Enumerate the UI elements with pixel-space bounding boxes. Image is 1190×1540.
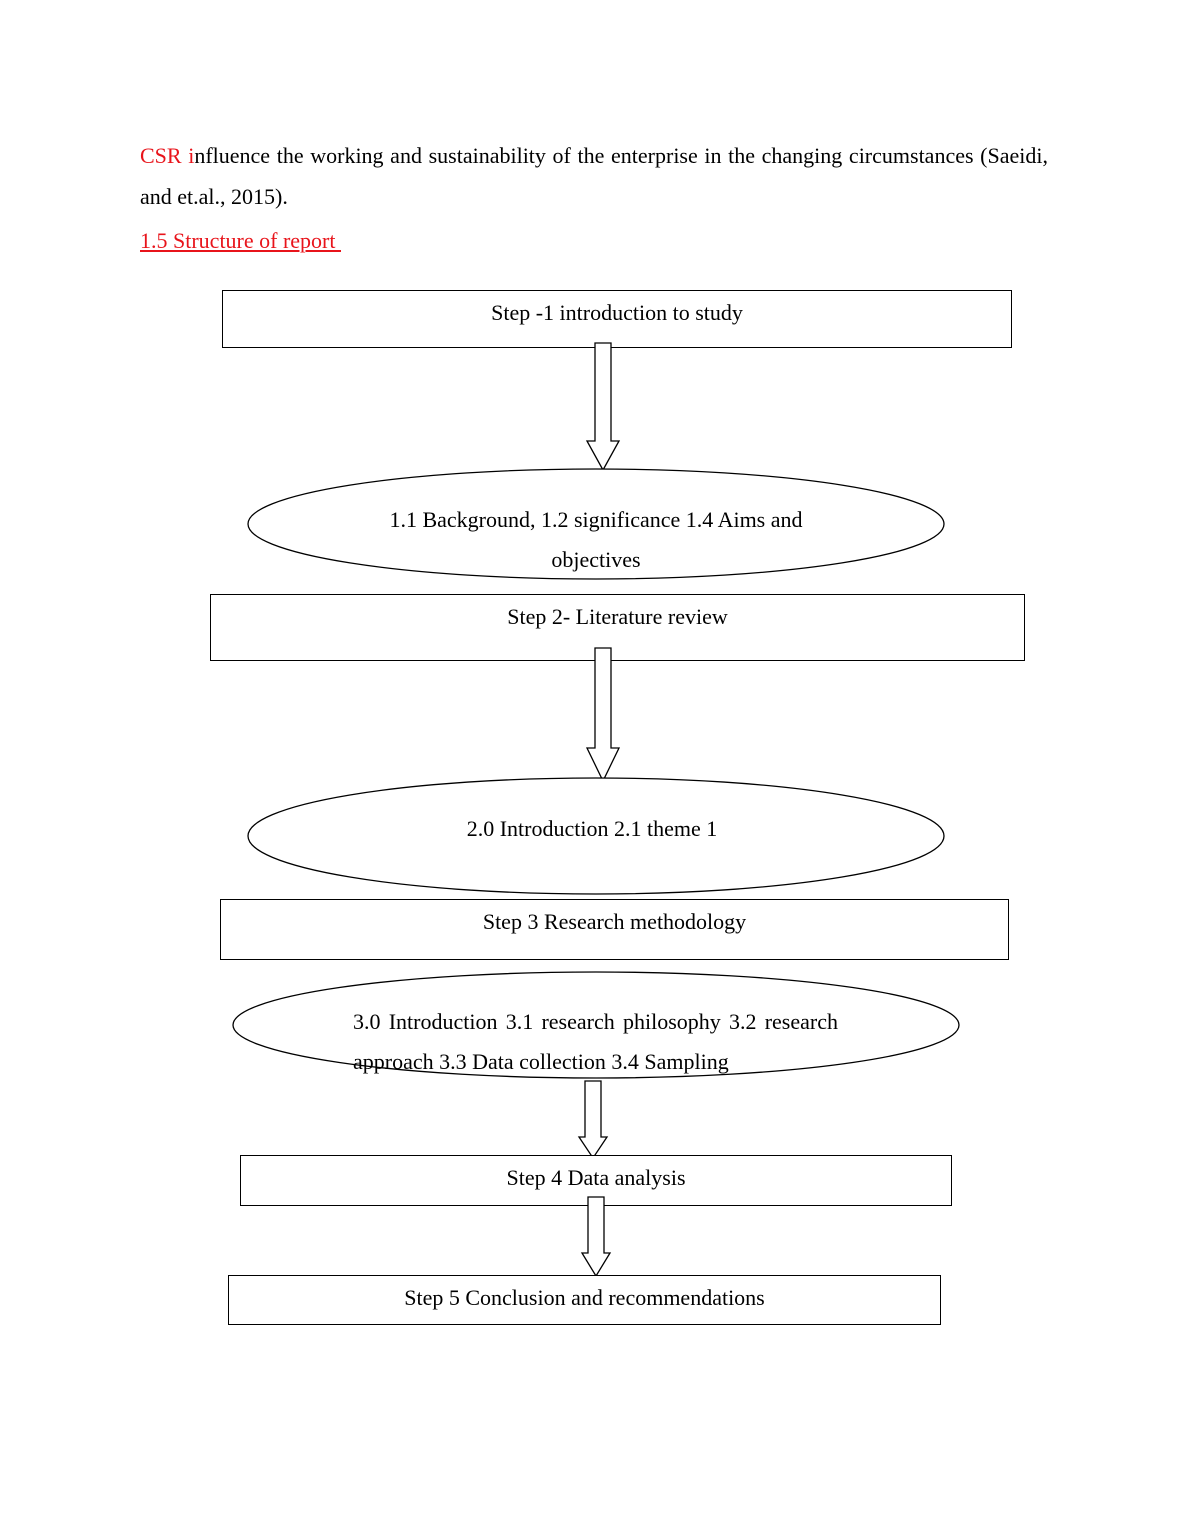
down-arrow-3 xyxy=(577,1080,609,1160)
down-arrow-4 xyxy=(580,1196,612,1278)
down-arrow-2 xyxy=(585,647,621,783)
step5-label: Step 5 Conclusion and recommendations xyxy=(404,1285,765,1310)
step4-label: Step 4 Data analysis xyxy=(506,1165,686,1190)
intro-paragraph: CSR influence the working and sustainabi… xyxy=(140,135,1048,217)
step2-box: Step 2- Literature review xyxy=(210,594,1025,661)
step2-details: 2.0 Introduction 2.1 theme 1 xyxy=(466,816,718,841)
step3-details: 3.0 Introduction 3.1 research philosophy… xyxy=(353,1009,838,1074)
step1-details-ellipse xyxy=(247,468,945,580)
step3-label: Step 3 Research methodology xyxy=(482,909,747,934)
step3-box: Step 3 Research methodology xyxy=(220,899,1009,960)
step3-details-ellipse xyxy=(232,971,960,1079)
step1-box: Step -1 introduction to study xyxy=(222,290,1012,348)
intro-body: nfluence the working and sustainability … xyxy=(140,143,1048,209)
step1-details: 1.1 Background, 1.2 significance 1.4 Aim… xyxy=(389,507,803,572)
down-arrow-1 xyxy=(585,342,621,472)
section-heading: 1.5 Structure of report xyxy=(140,228,341,253)
step2-details-ellipse xyxy=(247,777,945,895)
intro-lead: CSR i xyxy=(140,143,195,168)
step1-label: Step -1 introduction to study xyxy=(491,300,743,325)
step5-box: Step 5 Conclusion and recommendations xyxy=(228,1275,941,1325)
step2-label: Step 2- Literature review xyxy=(507,604,728,629)
